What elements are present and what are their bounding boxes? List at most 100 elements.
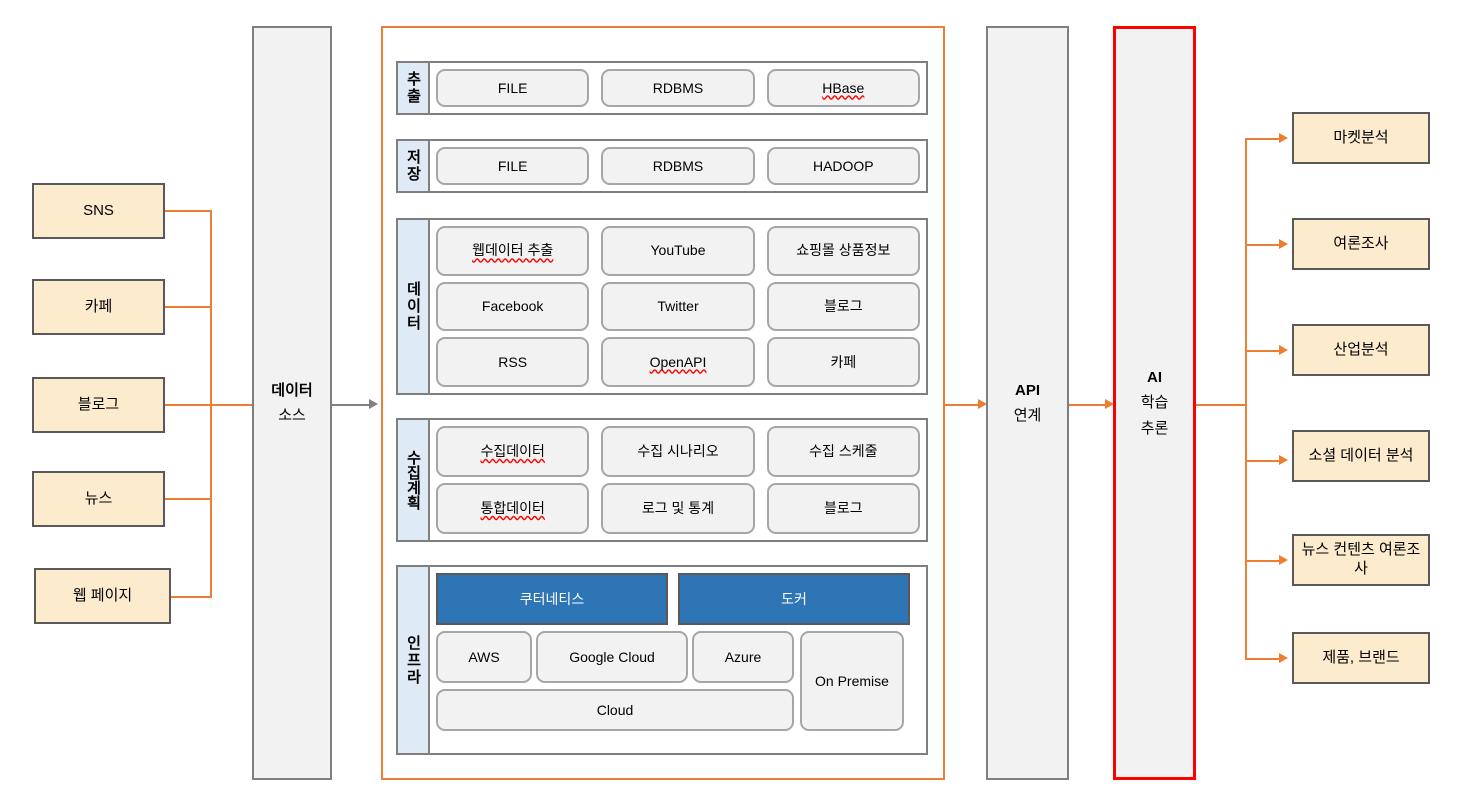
connector-trunk-to-datasource	[210, 404, 252, 406]
chip-data-facebook[interactable]: Facebook	[436, 281, 590, 332]
section-row: FILE RDBMS HBase	[436, 69, 920, 107]
output-label: 산업분석	[1333, 340, 1389, 358]
chip-data-cafe[interactable]: 카페	[766, 337, 920, 388]
label-char: 출	[404, 88, 422, 103]
chip-store-rdbms[interactable]: RDBMS	[601, 147, 755, 185]
arrowhead-out-6	[1279, 653, 1288, 663]
label-char: 이	[404, 298, 422, 313]
section-store: 저 장 FILE RDBMS HADOOP	[396, 139, 928, 193]
section-label-store: 저 장	[398, 141, 430, 191]
chip-data-youtube[interactable]: YouTube	[601, 226, 755, 276]
chip-label: 블로그	[824, 298, 863, 315]
chip-data-web-extract[interactable]: 웹데이터 추출	[436, 226, 590, 276]
label-char: 추	[404, 71, 422, 86]
connector-out-2	[1245, 244, 1283, 246]
pillar-line-1: AI	[1146, 368, 1162, 386]
chip-extract-rdbms[interactable]: RDBMS	[601, 69, 755, 107]
source-label: 카페	[84, 297, 113, 315]
section-label-infra: 인 프 라	[398, 567, 430, 753]
label-char: 계	[404, 480, 422, 495]
source-box-news[interactable]: 뉴스	[32, 471, 165, 527]
section-body-data: 웹데이터 추출 YouTube 쇼핑몰 상품정보 Facebook Twitte…	[430, 220, 926, 393]
chip-infra-on-premise[interactable]: On Premise	[800, 631, 904, 731]
chip-label: 수집 스케줄	[809, 443, 878, 460]
chip-plan-blog[interactable]: 블로그	[766, 483, 920, 534]
section-row: 통합데이터 로그 및 통계 블로그	[436, 483, 920, 534]
arrowhead-out-3	[1279, 345, 1288, 355]
chip-infra-kubernetes[interactable]: 쿠터네티스	[436, 573, 668, 625]
section-collection-plan: 수 집 계 획 수집데이터 수집 시나리오 수집 스케줄	[396, 418, 928, 542]
chip-label: HADOOP	[812, 157, 874, 174]
connector-webpage-h	[171, 596, 211, 598]
connector-ai-out	[1196, 404, 1246, 406]
chip-label: On Premise	[815, 672, 889, 689]
label-char: 수	[404, 450, 422, 465]
chip-extract-hbase[interactable]: HBase	[766, 69, 920, 107]
output-box-public-opinion[interactable]: 여론조사	[1292, 218, 1430, 270]
pillar-line-2: 소스	[278, 407, 306, 424]
pillar-data-source[interactable]: 데이터 소스	[252, 26, 332, 780]
chip-store-file[interactable]: FILE	[436, 147, 590, 185]
chip-label: RSS	[498, 353, 528, 370]
chip-plan-scenario[interactable]: 수집 시나리오	[601, 426, 755, 477]
source-label: 뉴스	[84, 489, 113, 507]
connector-out-6	[1245, 658, 1283, 660]
arrowhead-to-platform	[369, 399, 378, 409]
chip-label: Facebook	[481, 298, 544, 315]
source-box-sns[interactable]: SNS	[32, 183, 165, 239]
chip-store-hadoop[interactable]: HADOOP	[766, 147, 920, 185]
chip-data-blog[interactable]: 블로그	[766, 281, 920, 332]
connector-api-to-ai	[1069, 404, 1111, 406]
section-body-infra: 쿠터네티스 도커 AWS Google Cloud Azure	[430, 567, 926, 753]
chip-data-shopping[interactable]: 쇼핑몰 상품정보	[766, 226, 920, 276]
pillar-line-3: 추론	[1140, 419, 1169, 437]
pillar-api-integration[interactable]: API 연계	[986, 26, 1069, 780]
chip-infra-cloud[interactable]: Cloud	[436, 689, 794, 731]
output-box-product-brand[interactable]: 제품, 브랜드	[1292, 632, 1430, 684]
chip-plan-integrated-data[interactable]: 통합데이터	[436, 483, 590, 534]
connector-out-3	[1245, 350, 1283, 352]
chip-plan-log-stats[interactable]: 로그 및 통계	[601, 483, 755, 534]
chip-label: Twitter	[657, 298, 699, 315]
chip-data-twitter[interactable]: Twitter	[601, 281, 755, 332]
output-box-social-data-analysis[interactable]: 소셜 데이터 분석	[1292, 430, 1430, 482]
chip-infra-google-cloud[interactable]: Google Cloud	[536, 631, 688, 683]
connector-cafe-h	[165, 306, 211, 308]
label-char: 데	[404, 281, 422, 296]
source-box-blog[interactable]: 블로그	[32, 377, 165, 433]
label-char: 라	[404, 668, 422, 684]
output-box-news-content-opinion[interactable]: 뉴스 컨텐츠 여론조사	[1292, 534, 1430, 586]
connector-output-trunk	[1245, 138, 1247, 658]
chip-label: 로그 및 통계	[641, 500, 715, 517]
output-box-market-analysis[interactable]: 마켓분석	[1292, 112, 1430, 164]
chip-plan-collect-data[interactable]: 수집데이터	[436, 426, 590, 477]
connector-platform-to-api	[945, 404, 983, 406]
chip-infra-azure[interactable]: Azure	[692, 631, 794, 683]
label-char: 터	[404, 315, 422, 330]
section-row: FILE RDBMS HADOOP	[436, 147, 920, 185]
label-char: 획	[404, 495, 422, 510]
output-label: 뉴스 컨텐츠 여론조사	[1301, 541, 1421, 577]
chip-extract-file[interactable]: FILE	[436, 69, 590, 107]
pillar-ai-learning-inference[interactable]: AI 학습 추론	[1113, 26, 1196, 780]
chip-label: RDBMS	[652, 157, 704, 174]
chip-infra-aws[interactable]: AWS	[436, 631, 532, 683]
source-box-webpage[interactable]: 웹 페이지	[34, 568, 171, 624]
chip-data-rss[interactable]: RSS	[436, 337, 590, 388]
section-body-store: FILE RDBMS HADOOP	[430, 141, 926, 191]
section-row: 수집데이터 수집 시나리오 수집 스케줄	[436, 426, 920, 477]
chip-plan-schedule[interactable]: 수집 스케줄	[766, 426, 920, 477]
chip-label: HBase	[822, 79, 865, 96]
chip-label: 통합데이터	[480, 500, 545, 517]
chip-label: RDBMS	[652, 79, 704, 96]
source-box-cafe[interactable]: 카페	[32, 279, 165, 335]
pillar-line-1: 데이터	[271, 381, 313, 399]
chip-infra-docker[interactable]: 도커	[678, 573, 910, 625]
chip-data-openapi[interactable]: OpenAPI	[601, 337, 755, 388]
label-char: 저	[404, 149, 422, 164]
output-box-industry-analysis[interactable]: 산업분석	[1292, 324, 1430, 376]
connector-sns-h	[165, 210, 211, 212]
output-label: 제품, 브랜드	[1322, 648, 1400, 666]
chip-label: 쇼핑몰 상품정보	[796, 242, 891, 259]
